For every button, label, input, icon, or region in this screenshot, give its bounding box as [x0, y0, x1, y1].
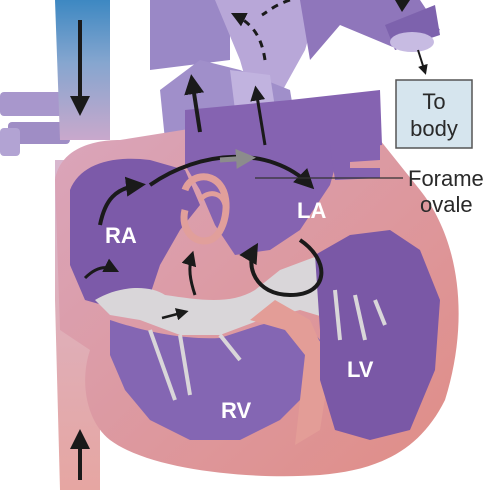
chordae-tendineae — [148, 289, 387, 401]
to-body-text-line1: To — [422, 89, 445, 114]
tricuspid-arrow — [181, 250, 197, 296]
aortic-flow-arrows — [219, 0, 291, 169]
left-atrium — [185, 90, 382, 255]
to-body-pointer — [417, 49, 428, 75]
la-to-lv-arrow — [239, 238, 324, 298]
pulmonary-veins-left — [0, 92, 70, 156]
rv-small-arrow — [161, 308, 189, 321]
pulmonary-vein-right — [330, 145, 380, 180]
ra-lower-arrow — [83, 258, 120, 280]
left-ventricle — [315, 230, 440, 440]
valve-region — [95, 255, 385, 335]
superior-vena-cava — [55, 0, 110, 140]
label-right-atrium: RA — [105, 223, 137, 248]
right-atrium — [70, 158, 200, 310]
foramen-ovale-text-line1: Forame — [408, 166, 484, 191]
ventricular-septum — [250, 300, 330, 445]
to-body-text-line2: body — [410, 116, 458, 141]
ra-inflow-arrow — [98, 176, 146, 226]
foramen-ovale-text-line2: ovale — [420, 192, 473, 217]
right-ventricle — [110, 315, 320, 440]
pulmonary-trunk-arrow — [184, 74, 205, 133]
label-left-atrium: LA — [297, 198, 326, 223]
to-body-callout: To body — [395, 79, 473, 149]
label-left-ventricle: LV — [347, 357, 374, 382]
foramen-ovale-flap — [180, 173, 230, 245]
foramen-ovale-callout: Forame ovale — [255, 166, 484, 217]
septum-primum — [198, 191, 228, 206]
label-right-ventricle: RV — [221, 398, 251, 423]
